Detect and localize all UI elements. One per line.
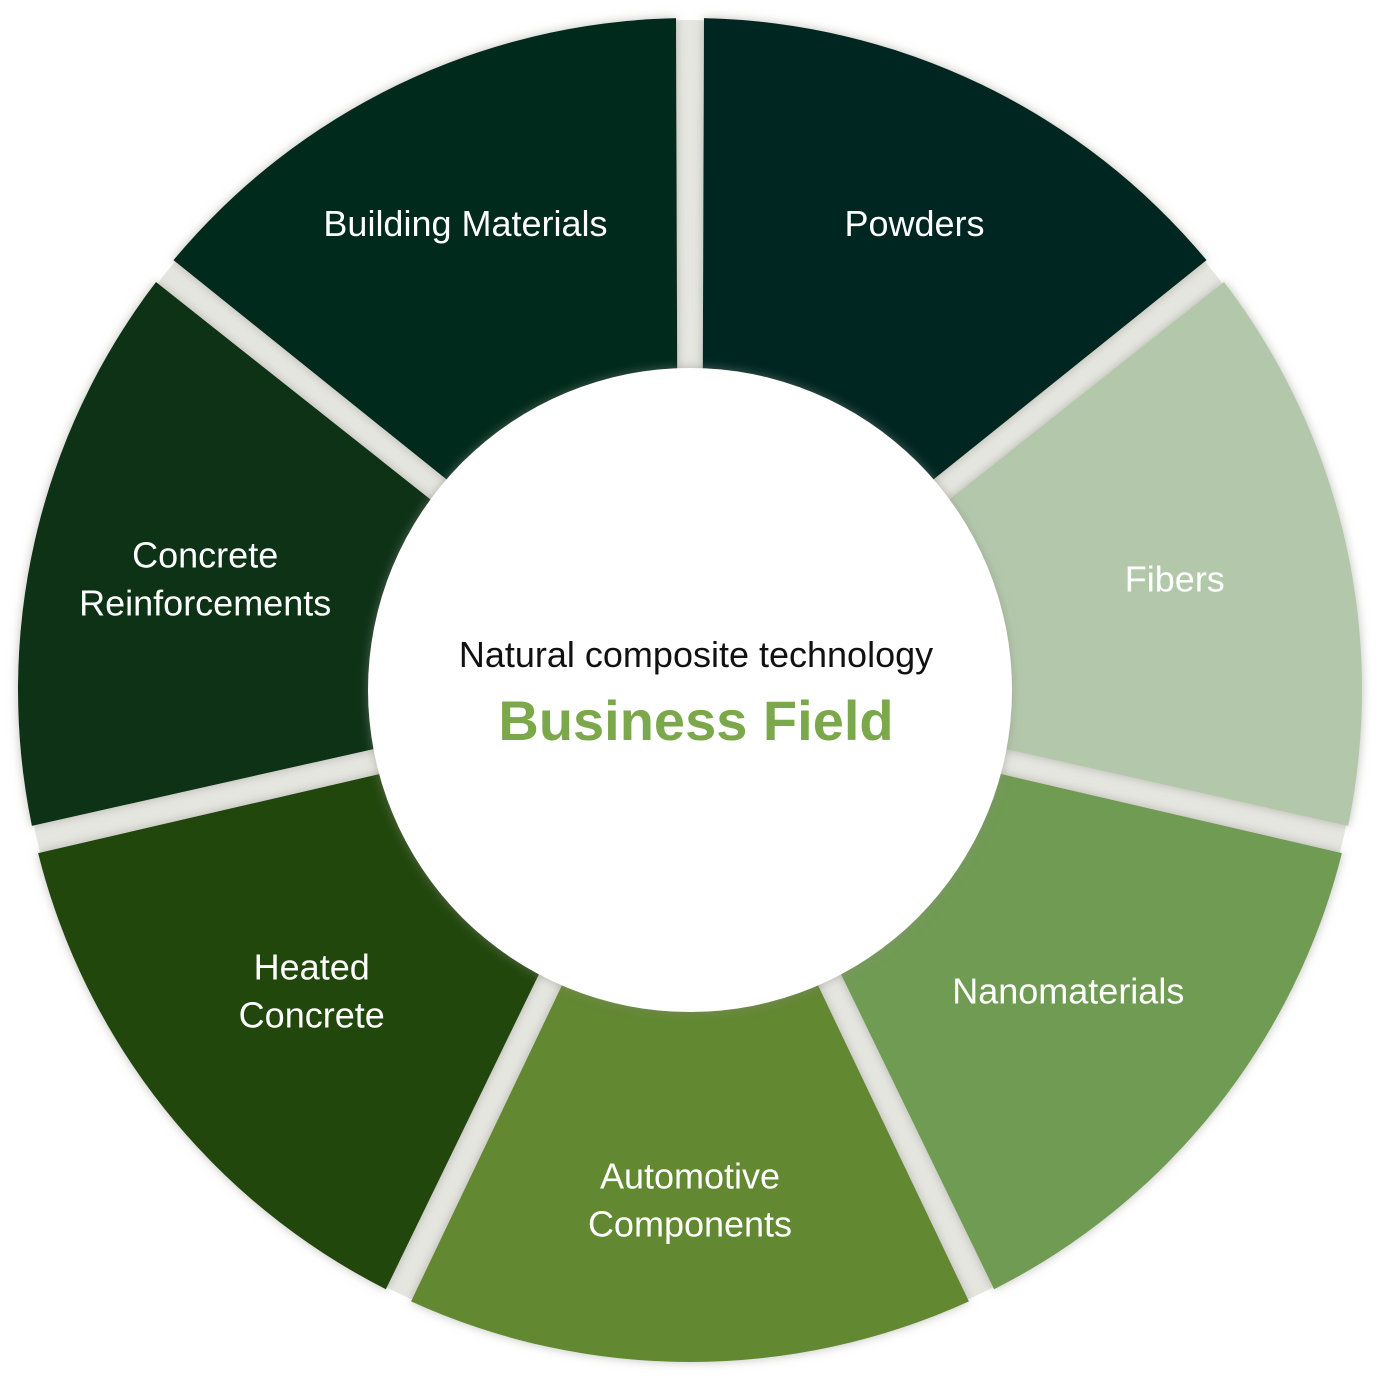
segment-label-line: Fibers <box>1125 558 1225 599</box>
center-subtitle: Natural composite technology <box>459 634 933 675</box>
segment-label-line: Automotive <box>600 1156 780 1197</box>
segment-label-line: Concrete <box>132 534 278 575</box>
segment-label-line: Powders <box>844 203 984 244</box>
segment-label-line: Building Materials <box>323 203 607 244</box>
segment-powders <box>702 18 1207 492</box>
segment-label-building-materials: Building Materials <box>323 203 607 244</box>
segment-label-line: Heated <box>254 947 370 988</box>
segment-label-line: Reinforcements <box>79 582 331 623</box>
segment-label-line: Nanomaterials <box>952 971 1184 1012</box>
center-circle <box>368 368 1012 1012</box>
segment-label-fibers: Fibers <box>1125 558 1225 599</box>
segment-nanomaterials <box>832 769 1342 1290</box>
segment-concrete-reinforcements <box>18 282 447 826</box>
segment-heated-concrete <box>38 769 548 1290</box>
segment-label-line: Concrete <box>239 995 385 1036</box>
center-title: Business Field <box>498 689 893 752</box>
segment-label-nanomaterials: Nanomaterials <box>952 971 1184 1012</box>
segment-automotive-components <box>411 967 969 1363</box>
segment-fibers <box>933 282 1362 826</box>
segment-label-line: Components <box>588 1204 792 1245</box>
segment-label-powders: Powders <box>844 203 984 244</box>
segment-building-materials <box>173 18 678 492</box>
